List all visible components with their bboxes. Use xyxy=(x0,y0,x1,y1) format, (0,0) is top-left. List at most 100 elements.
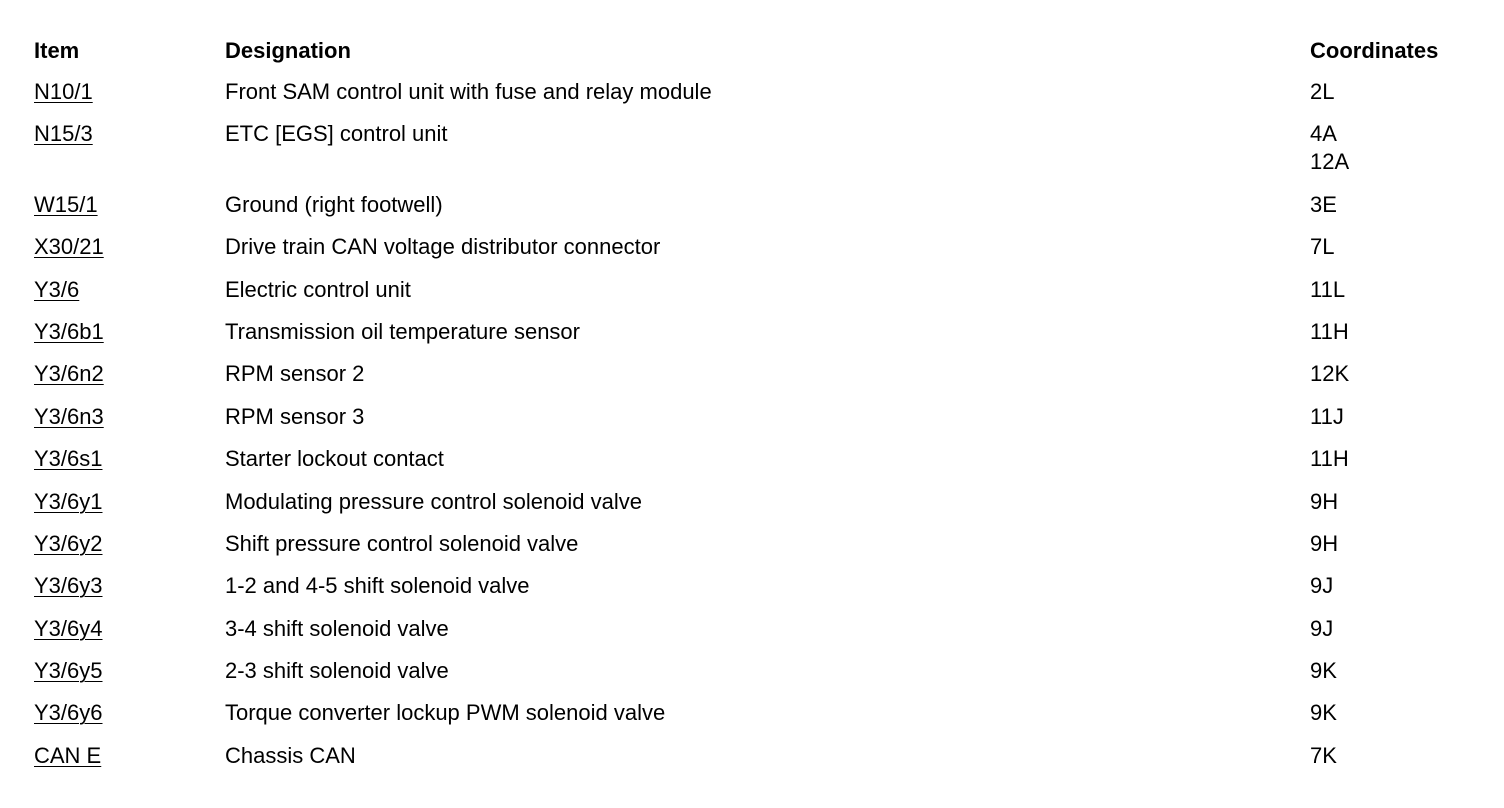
item-link[interactable]: Y3/6n2 xyxy=(34,361,104,387)
item-cell: Y3/6y6 xyxy=(34,699,225,727)
coordinates-cell: 7L xyxy=(1310,233,1474,261)
coordinates-cell: 11H xyxy=(1310,445,1474,473)
table-row: Y3/6y2 Shift pressure control solenoid va… xyxy=(34,530,1474,558)
coordinate-value: 11L xyxy=(1310,276,1346,302)
item-link[interactable]: Y3/6y1 xyxy=(34,488,103,514)
coordinate-value: 9K xyxy=(1310,658,1337,684)
table-row: Y3/6y6 Torque converter lockup PWM soleno… xyxy=(34,699,1474,727)
coordinate-value: 7K xyxy=(1310,742,1337,768)
designation-cell: Shift pressure control solenoid valve xyxy=(225,530,579,556)
item-link[interactable]: N15/3 xyxy=(34,121,93,147)
table-row: W15/1 Ground (right footwell) 3E xyxy=(34,191,1474,219)
coordinate-value: 11H xyxy=(1310,446,1349,472)
item-cell: W15/1 xyxy=(34,191,225,219)
item-link[interactable]: CAN E xyxy=(34,742,102,768)
coordinate-value: 2L xyxy=(1310,79,1335,104)
designation-cell: Electric control unit xyxy=(225,276,411,302)
coordinates-cell: 9H xyxy=(1310,530,1474,558)
designation-cell: Transmission oil temperature sensor xyxy=(225,318,580,344)
coordinates-cell: 11J xyxy=(1310,403,1474,431)
component-legend-table: Item Designation Coordinates N10/1 Front … xyxy=(34,36,1474,784)
coordinates-cell: 3E xyxy=(1310,191,1474,219)
item-link[interactable]: N10/1 xyxy=(34,79,93,104)
coordinate-value: 11H xyxy=(1310,318,1349,344)
designation-cell: 3-4 shift solenoid valve xyxy=(225,615,449,641)
coordinates-cell: 11L xyxy=(1310,276,1474,304)
table-row: Y3/6y1 Modulating pressure control soleno… xyxy=(34,488,1474,516)
coordinates-cell: 12K xyxy=(1310,360,1474,388)
coordinate-value: 9H xyxy=(1310,530,1339,556)
designation-cell: Torque converter lockup PWM solenoid val… xyxy=(225,700,666,726)
table-row: Y3/6b1 Transmission oil temperature senso… xyxy=(34,318,1474,346)
item-link[interactable]: Y3/6y3 xyxy=(34,573,103,599)
table-row: Y3/6s1 Starter lockout contact 11H xyxy=(34,445,1474,473)
table-body: N10/1 Front SAM control unit with fuse an… xyxy=(34,78,1474,770)
table-row: Y3/6y3 1-2 and 4-5 shift solenoid valve 9J xyxy=(34,572,1474,600)
coordinates-cell: 7K xyxy=(1310,742,1474,770)
coordinates-cell: 2L xyxy=(1310,78,1474,106)
designation-cell: Ground (right footwell) xyxy=(225,191,443,217)
item-link[interactable]: W15/1 xyxy=(34,191,98,217)
table-row: Y3/6y4 3-4 shift solenoid valve 9J xyxy=(34,615,1474,643)
table-row: Y3/6n2 RPM sensor 2 12K xyxy=(34,360,1474,388)
item-link[interactable]: Y3/6y4 xyxy=(34,615,103,641)
coordinate-value: 4A xyxy=(1310,121,1337,147)
table-row: CAN E Chassis CAN 7K xyxy=(34,742,1474,770)
designation-cell: 1-2 and 4-5 shift solenoid valve xyxy=(225,573,530,599)
item-link[interactable]: Y3/6y2 xyxy=(34,530,103,556)
coordinate-value: 9K xyxy=(1310,700,1337,726)
item-cell: N10/1 xyxy=(34,78,225,106)
item-link[interactable]: Y3/6 xyxy=(34,276,80,302)
designation-cell: Drive train CAN voltage distributor conn… xyxy=(225,234,661,260)
coordinate-value: 12K xyxy=(1310,361,1350,387)
designation-cell: Front SAM control unit with fuse and rel… xyxy=(225,79,712,104)
coordinates-cell: 9K xyxy=(1310,657,1474,685)
coordinate-value: 7L xyxy=(1310,234,1335,260)
item-link[interactable]: Y3/6y6 xyxy=(34,700,103,726)
item-cell: N15/3 xyxy=(34,120,225,148)
item-cell: Y3/6y3 xyxy=(34,572,225,600)
item-cell: Y3/6y4 xyxy=(34,615,225,643)
item-cell: Y3/6b1 xyxy=(34,318,225,346)
item-cell: Y3/6 xyxy=(34,276,225,304)
item-cell: Y3/6n3 xyxy=(34,403,225,431)
header-coordinates: Coordinates xyxy=(1310,38,1439,63)
table-row: X30/21 Drive train CAN voltage distributo… xyxy=(34,233,1474,261)
table-row: Y3/6n3 RPM sensor 3 11J xyxy=(34,403,1474,431)
coordinate-value: 9J xyxy=(1310,573,1334,599)
header-item: Item xyxy=(34,38,80,63)
designation-cell: RPM sensor 2 xyxy=(225,361,365,387)
coordinates-cell: 9H xyxy=(1310,488,1474,516)
table-row: N10/1 Front SAM control unit with fuse an… xyxy=(34,78,1474,106)
item-cell: Y3/6y1 xyxy=(34,488,225,516)
item-cell: CAN E xyxy=(34,742,225,770)
designation-cell: ETC [EGS] control unit xyxy=(225,121,448,147)
item-cell: Y3/6y5 xyxy=(34,657,225,685)
designation-cell: RPM sensor 3 xyxy=(225,403,365,429)
designation-cell: Starter lockout contact xyxy=(225,446,444,472)
coordinate-value: 3E xyxy=(1310,191,1337,217)
coordinate-value: 12A xyxy=(1310,149,1350,175)
item-link[interactable]: Y3/6b1 xyxy=(34,318,104,344)
item-link[interactable]: Y3/6s1 xyxy=(34,446,103,472)
coordinates-cell: 11H xyxy=(1310,318,1474,346)
header-designation: Designation xyxy=(225,38,351,63)
table-header: Item Designation Coordinates xyxy=(34,36,1474,66)
item-cell: Y3/6s1 xyxy=(34,445,225,473)
coordinates-cell: 9J xyxy=(1310,572,1474,600)
coordinate-value: 9H xyxy=(1310,488,1339,514)
item-cell: X30/21 xyxy=(34,233,225,261)
item-link[interactable]: Y3/6y5 xyxy=(34,658,103,684)
coordinates-cell: 9J xyxy=(1310,615,1474,643)
designation-cell: Modulating pressure control solenoid val… xyxy=(225,488,643,514)
item-link[interactable]: Y3/6n3 xyxy=(34,403,104,429)
table-row: Y3/6 Electric control unit 11L xyxy=(34,276,1474,304)
coordinates-cell: 9K xyxy=(1310,699,1474,727)
item-cell: Y3/6y2 xyxy=(34,530,225,558)
item-link[interactable]: X30/21 xyxy=(34,234,104,260)
item-cell: Y3/6n2 xyxy=(34,360,225,388)
designation-cell: Chassis CAN xyxy=(225,742,356,768)
